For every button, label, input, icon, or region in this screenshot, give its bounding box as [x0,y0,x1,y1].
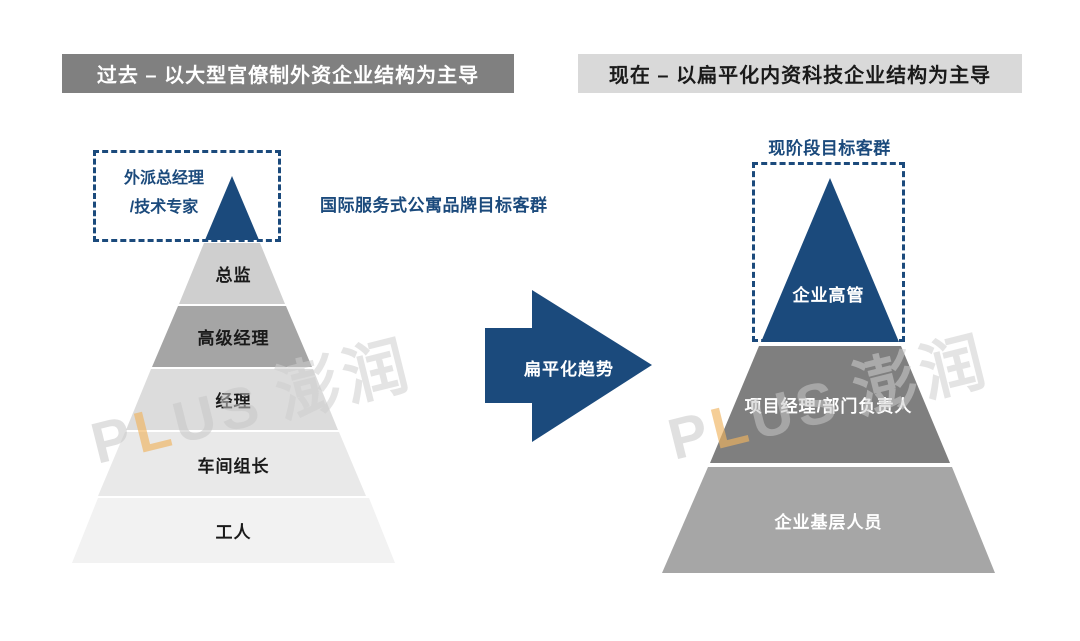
pyramid-layer-label: 企业基层人员 [774,512,883,532]
target-group-callout-box-present [752,162,905,342]
pyramid-layer-label: 企业高管 [792,286,865,305]
current-target-group-title: 现阶段目标客群 [768,139,891,158]
brand-target-annotation: 国际服务式公寓品牌目标客群 [320,196,548,215]
pyramid-present: 企业高管 项目经理/部门负责人 企业基层人员 [662,178,995,573]
arrow-label: 扁平化趋势 [524,360,614,379]
pyramid-layer-label: 车间组长 [197,456,270,476]
pyramid-layer-label: 工人 [215,523,252,542]
pyramid-past-layer-worker: 工人 [72,498,395,563]
pyramid-past-layer-manager: 经理 [126,369,338,430]
pyramid-layer-label: 经理 [215,392,252,411]
target-group-callout-box-past [93,150,281,242]
header-present: 现在 – 以扁平化内资科技企业结构为主导 [578,54,1022,93]
pyramid-layer-label: 总监 [215,266,252,285]
expat-gm-callout-label: 外派总经理 /技术专家 [104,164,224,222]
header-past: 过去 – 以大型官僚制外资企业结构为主导 [62,54,514,93]
pyramid-past-layer-director: 总监 [179,243,285,304]
pyramid-present-layer-project-managers: 项目经理/部门负责人 [710,346,950,463]
pyramid-layer-label: 高级经理 [197,329,270,348]
pyramid-present-layer-base-staff: 企业基层人员 [662,467,995,573]
callout-line1: 外派总经理 [123,170,204,187]
flattening-trend-arrow: 扁平化趋势 [485,290,652,442]
pyramid-past-layer-foreman: 车间组长 [98,432,366,496]
pyramid-past: 总监 高级经理 经理 车间组长 工人 [72,176,395,563]
pyramid-past-layer-senior-manager: 高级经理 [152,306,312,367]
callout-line2: /技术专家 [129,199,199,216]
pyramid-layer-label: 项目经理/部门负责人 [744,397,913,416]
